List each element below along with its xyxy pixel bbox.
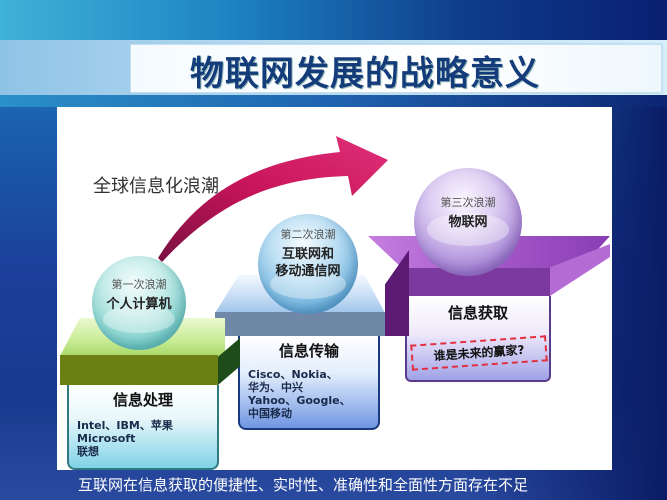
stage-title: 信息处理	[112, 391, 173, 409]
stage-examples: Intel、IBM、苹果 Microsoft 联想	[77, 419, 173, 458]
stage-title: 信息传输	[278, 342, 339, 360]
wave-label: 第一次浪潮	[111, 278, 167, 291]
sphere-lens	[270, 269, 346, 299]
wave-label: 第三次浪潮	[440, 196, 496, 209]
stage-box-info-transmission: 信息传输 Cisco、Nokia、 华为、中兴 Yahoo、Google、 中国…	[238, 336, 380, 430]
step1-front	[60, 355, 218, 385]
stage-title: 信息获取	[447, 304, 508, 322]
step2-front	[215, 312, 385, 336]
top-band	[0, 0, 667, 40]
stage-examples: Cisco、Nokia、 华为、中兴 Yahoo、Google、 中国移动	[248, 368, 351, 420]
highlight-question: 谁是未来的赢家?	[410, 335, 548, 371]
sphere-lens	[103, 304, 175, 334]
wave1-sphere: 第一次浪潮 个人计算机	[92, 256, 186, 350]
wave-name-line1: 互联网和	[281, 247, 334, 262]
wave2-sphere: 第二次浪潮 互联网和 移动通信网	[258, 214, 358, 314]
question-text: 谁是未来的赢家?	[433, 342, 525, 364]
slide-caption: 互联网在信息获取的便捷性、实时性、准确性和全面性方面存在不足	[78, 476, 529, 494]
wave-name: 个人计算机	[106, 297, 172, 312]
sphere-lens	[426, 213, 510, 246]
slide-title: 物联网发展的战略意义	[190, 54, 540, 94]
wave3-sphere: 第三次浪潮 物联网	[414, 168, 522, 276]
divider-band	[0, 95, 667, 107]
title-box	[130, 44, 662, 93]
stage-box-info-acquisition: 信息获取 谁是未来的赢家?	[405, 296, 551, 382]
wave-name-line2: 移动通信网	[275, 264, 341, 279]
wave-label: 第二次浪潮	[280, 228, 336, 241]
stage-box-info-processing: 信息处理 Intel、IBM、苹果 Microsoft 联想	[67, 385, 219, 470]
arrow-label: 全球信息化浪潮	[93, 176, 219, 197]
wave-name: 物联网	[448, 215, 488, 230]
